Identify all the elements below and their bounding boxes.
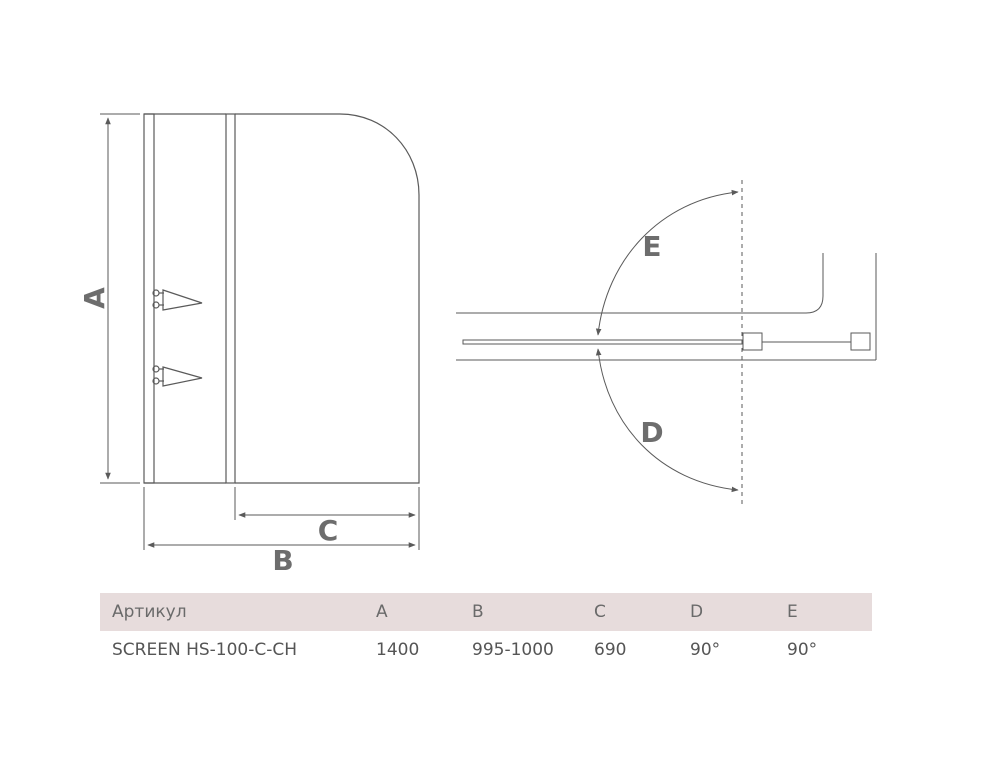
header-a: A xyxy=(376,602,388,622)
header-e: E xyxy=(787,602,798,622)
dimension-label-d: D xyxy=(640,416,663,449)
dimension-label-b: B xyxy=(272,544,293,577)
header-article: Артикул xyxy=(112,602,187,622)
header-b: B xyxy=(472,602,484,622)
arc-d xyxy=(595,348,739,493)
hinge-bottom xyxy=(152,365,203,387)
cell-e: 90° xyxy=(787,640,818,660)
cell-a: 1400 xyxy=(376,640,420,660)
dimension-b xyxy=(143,487,416,550)
swing-panel xyxy=(235,113,420,484)
dimension-label-a: A xyxy=(78,287,111,309)
cell-c: 690 xyxy=(594,640,627,660)
technical-drawing: A C B E D xyxy=(78,113,877,577)
header-c: C xyxy=(594,602,606,622)
glass-profile xyxy=(462,339,744,345)
hinge-block-2 xyxy=(850,332,871,351)
bath-rim xyxy=(456,253,824,314)
cell-b: 995-1000 xyxy=(472,640,554,660)
dimension-a xyxy=(100,113,140,484)
dimension-label-c: C xyxy=(318,514,339,547)
hinge-top xyxy=(152,289,203,311)
arc-e xyxy=(595,189,739,336)
hinge-profile xyxy=(225,113,236,484)
cell-article: SCREEN HS-100-C-CH xyxy=(112,640,298,660)
cell-d: 90° xyxy=(690,640,721,660)
top-view xyxy=(456,180,877,508)
fixed-panel xyxy=(143,113,155,484)
spec-table: Артикул A B C D E SCREEN HS-100-C-CH 140… xyxy=(100,593,872,669)
dimension-c xyxy=(234,487,420,550)
front-view xyxy=(143,113,420,484)
spec-table-header: Артикул A B C D E xyxy=(100,593,872,631)
table-row: SCREEN HS-100-C-CH 1400 995-1000 690 90°… xyxy=(100,631,872,669)
hinge-block-1 xyxy=(742,332,763,351)
dimension-label-e: E xyxy=(642,230,661,263)
header-d: D xyxy=(690,602,704,622)
